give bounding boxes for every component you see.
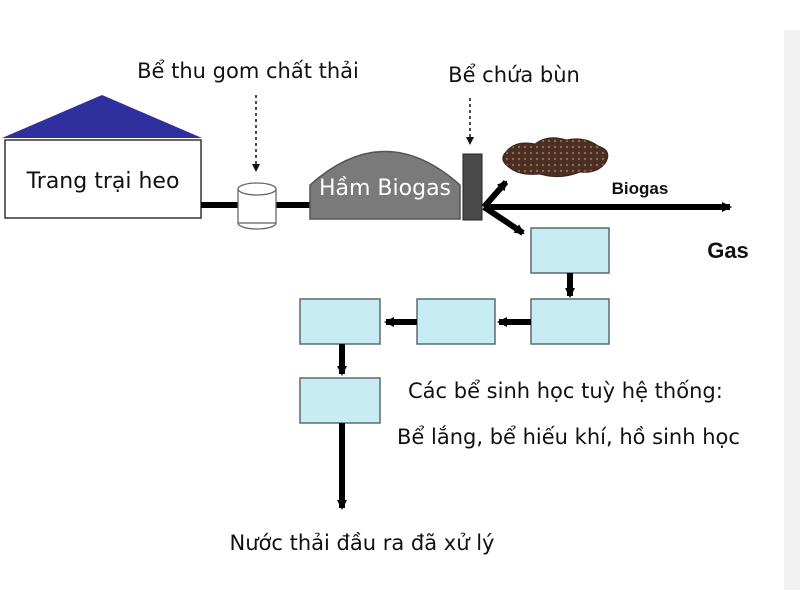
sludge-tank-label: Bể chứa bùn (448, 63, 580, 87)
sludge-tank-column (462, 153, 483, 221)
treatment-tank-3 (416, 298, 496, 345)
arrow-to-first-tank (482, 204, 525, 236)
treatment-tank-4 (299, 298, 381, 345)
treatment-tank-2 (530, 298, 610, 345)
digester-label: Hầm Biogas (319, 176, 451, 201)
farm-building (4, 139, 202, 219)
biogas-label: Biogas (612, 179, 669, 198)
edge-strip (784, 30, 800, 590)
treatment-tank-5 (299, 377, 381, 424)
collection-tank-label: Bể thu gom chất thải (137, 59, 359, 83)
arrow-to-sludge (481, 180, 509, 209)
biogas-digester (309, 150, 461, 220)
farm-roof (2, 95, 202, 138)
bio-tanks-label-line1: Các bể sinh học tuỳ hệ thống: (408, 379, 723, 403)
farm-label: Trang trại heo (26, 169, 180, 194)
output-label: Nước thải đầu ra đã xử lý (230, 531, 495, 555)
gas-label: Gas (707, 238, 749, 263)
collection-tank-icon (237, 182, 277, 230)
treatment-tank-1 (530, 227, 610, 274)
sludge-pile (502, 137, 609, 178)
bio-tanks-label-line2: Bể lắng, bể hiếu khí, hồ sinh học (397, 425, 740, 449)
